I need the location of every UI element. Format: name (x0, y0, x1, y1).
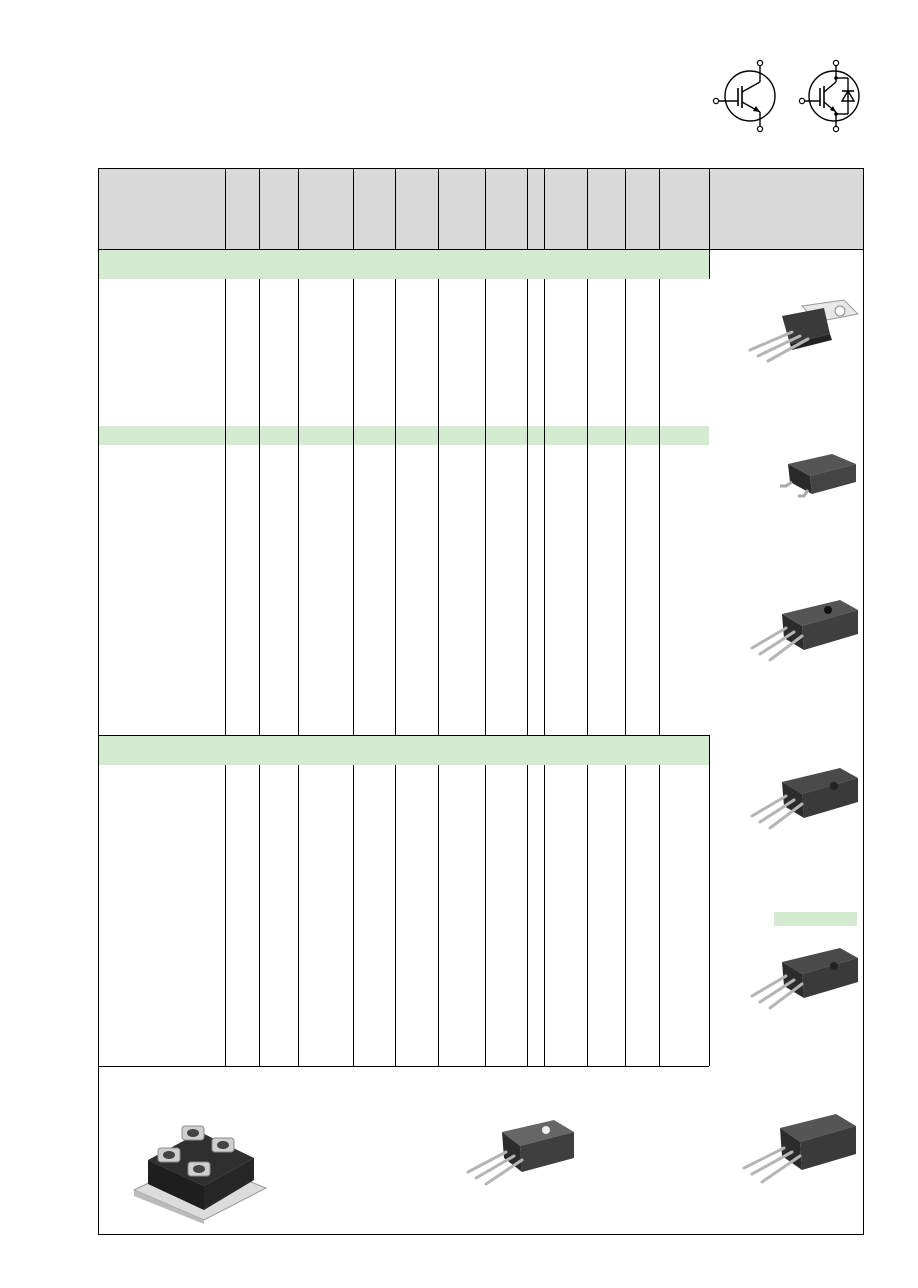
to-220-package-icon (742, 298, 860, 364)
product-table (98, 168, 866, 1236)
section-bar-1 (98, 250, 709, 279)
d2pak-package-icon (770, 448, 860, 500)
sot-227-module-icon (130, 1120, 270, 1224)
section-bar-2 (98, 426, 709, 445)
to-247-package-icon (748, 946, 860, 1012)
table-header (98, 168, 864, 249)
legend-swatch (774, 912, 857, 926)
section-bar-3 (98, 735, 709, 765)
to-247-package-icon (748, 766, 860, 832)
to-247-package-icon (748, 598, 860, 664)
igbt-symbol-icon (712, 58, 778, 134)
to-268-package-icon (740, 1112, 860, 1186)
to-264-package-icon (462, 1118, 578, 1188)
igbt-with-diode-symbol-icon (798, 58, 864, 134)
